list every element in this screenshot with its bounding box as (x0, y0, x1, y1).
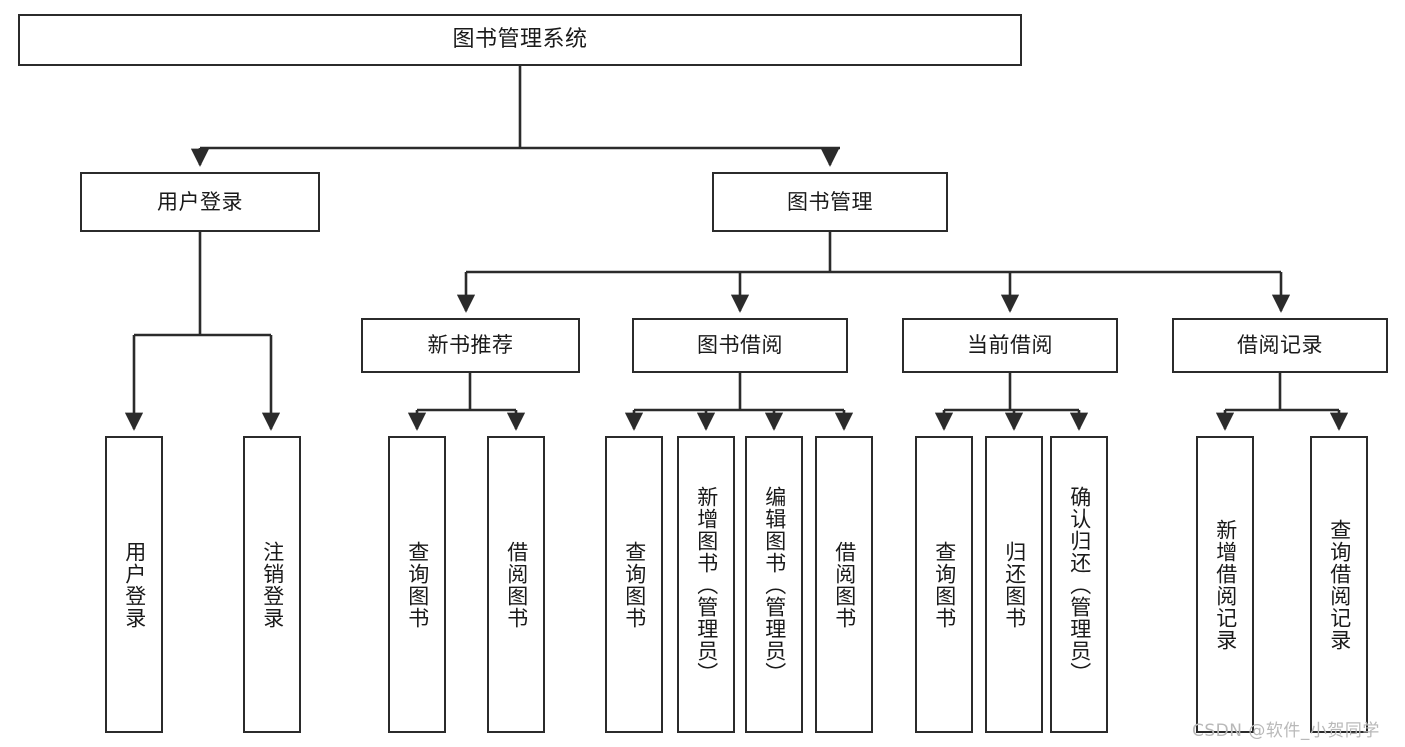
leaf-node[interactable]: 新增借阅记录 (1196, 436, 1254, 733)
leaf-node-label: 用户登录 (122, 540, 147, 629)
leaf-node-label: 借阅图书 (504, 540, 529, 629)
leaf-node-label: 查询图书 (405, 540, 430, 629)
leaf-node-label: 查询借阅记录 (1327, 518, 1352, 651)
leaf-node[interactable]: 新增图书（管理员） (677, 436, 735, 733)
leaf-node[interactable]: 确认归还（管理员） (1050, 436, 1108, 733)
leaf-node[interactable]: 借阅图书 (815, 436, 873, 733)
leaf-node-label: 确认归还（管理员） (1067, 485, 1092, 684)
node-book-borrow-label: 图书借阅 (697, 333, 783, 358)
node-user-login-label: 用户登录 (157, 189, 243, 214)
leaf-node[interactable]: 编辑图书（管理员） (745, 436, 803, 733)
leaf-node-label: 归还图书 (1002, 540, 1027, 629)
node-current-borrow-label: 当前借阅 (967, 333, 1053, 358)
leaf-node[interactable]: 用户登录 (105, 436, 163, 733)
node-borrow-record-label: 借阅记录 (1237, 333, 1323, 358)
leaf-node[interactable]: 借阅图书 (487, 436, 545, 733)
leaf-node-label: 注销登录 (260, 540, 285, 629)
node-current-borrow[interactable]: 当前借阅 (902, 318, 1118, 373)
leaf-node-label: 新增图书（管理员） (694, 485, 719, 684)
node-borrow-record[interactable]: 借阅记录 (1172, 318, 1388, 373)
leaf-node[interactable]: 归还图书 (985, 436, 1043, 733)
node-book-management[interactable]: 图书管理 (712, 172, 948, 232)
leaf-node-label: 借阅图书 (832, 540, 857, 629)
leaf-node-label: 新增借阅记录 (1213, 518, 1238, 651)
node-book-borrow[interactable]: 图书借阅 (632, 318, 848, 373)
node-root[interactable]: 图书管理系统 (18, 14, 1022, 66)
leaf-node[interactable]: 查询图书 (915, 436, 973, 733)
leaf-node-label: 查询图书 (622, 540, 647, 629)
leaf-node-label: 编辑图书（管理员） (762, 485, 787, 684)
leaf-node-label: 查询图书 (932, 540, 957, 629)
watermark: CSDN @软件_小贺同学 (1192, 721, 1380, 741)
node-new-book-recommend[interactable]: 新书推荐 (361, 318, 580, 373)
leaf-node[interactable]: 查询图书 (388, 436, 446, 733)
node-root-label: 图书管理系统 (452, 27, 588, 53)
node-new-book-recommend-label: 新书推荐 (427, 333, 514, 358)
node-user-login[interactable]: 用户登录 (80, 172, 320, 232)
node-book-management-label: 图书管理 (787, 189, 873, 214)
leaf-node[interactable]: 注销登录 (243, 436, 301, 733)
leaf-node[interactable]: 查询借阅记录 (1310, 436, 1368, 733)
leaf-node[interactable]: 查询图书 (605, 436, 663, 733)
